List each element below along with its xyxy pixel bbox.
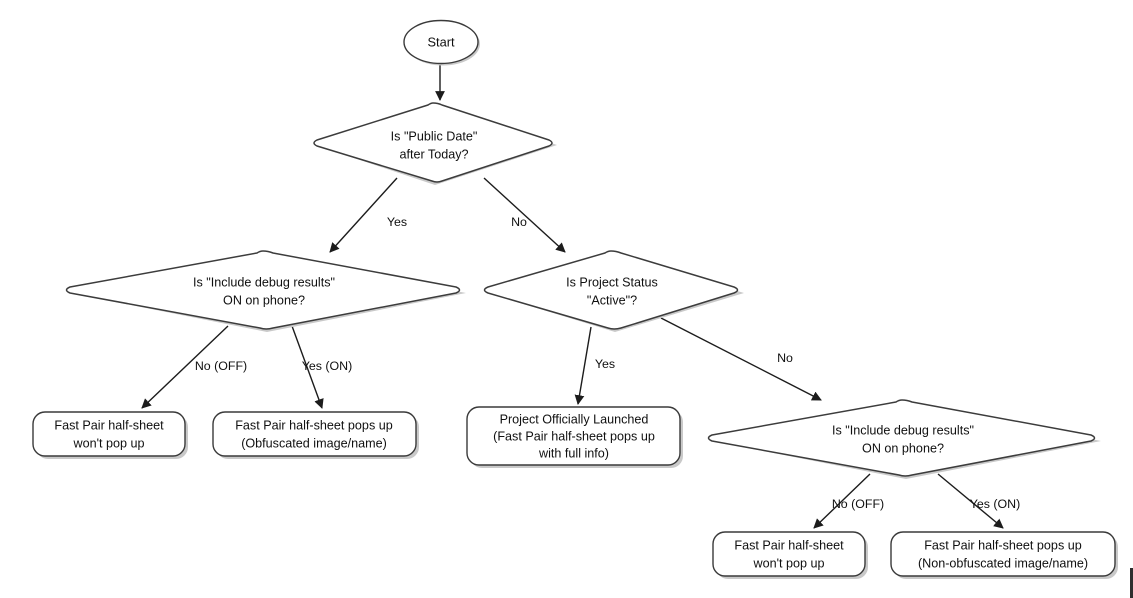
edge-debug-right-yes xyxy=(937,473,1004,529)
outcome-launched-line-2: (Fast Pair half-sheet pops up xyxy=(493,429,655,443)
page-edge-rule xyxy=(1130,568,1133,598)
outcome-right-yes-line-2: (Non-obfuscated image/name) xyxy=(918,556,1088,570)
decision-debug-left-line-2: ON on phone? xyxy=(223,293,305,307)
decision-project-status-line-1: Is Project Status xyxy=(566,275,658,289)
decision-project-status-diamond xyxy=(483,250,739,330)
node-outcome-left-yes[interactable]: Fast Pair half-sheet pops up (Obfuscated… xyxy=(212,411,419,459)
node-start[interactable]: Start xyxy=(403,19,480,66)
decision-debug-right-line-1: Is "Include debug results" xyxy=(832,423,974,437)
node-decision-public-date[interactable]: Is "Public Date" after Today? xyxy=(313,102,557,185)
decision-debug-right-diamond xyxy=(707,399,1096,477)
outcome-left-yes-line-1: Fast Pair half-sheet pops up xyxy=(235,418,393,432)
outcome-right-no-line-2: won't pop up xyxy=(752,556,824,570)
edge-project-status-no xyxy=(660,317,822,401)
decision-project-status-line-2: "Active"? xyxy=(587,293,637,307)
node-outcome-right-no[interactable]: Fast Pair half-sheet won't pop up xyxy=(712,531,868,579)
node-outcome-left-no[interactable]: Fast Pair half-sheet won't pop up xyxy=(32,411,188,459)
decision-public-date-line-1: Is "Public Date" xyxy=(391,129,478,143)
outcome-left-no-line-1: Fast Pair half-sheet xyxy=(54,418,164,432)
start-label: Start xyxy=(427,34,454,49)
edge-label-public-date-no: No xyxy=(511,215,527,229)
node-outcome-right-yes[interactable]: Fast Pair half-sheet pops up (Non-obfusc… xyxy=(890,531,1118,579)
outcome-left-yes-box xyxy=(212,411,417,457)
edge-debug-left-no xyxy=(141,325,229,409)
outcome-left-no-line-2: won't pop up xyxy=(72,436,144,450)
edge-debug-right-no xyxy=(813,473,871,529)
start-ellipse xyxy=(403,19,479,65)
edge-label-debug-left-no: No (OFF) xyxy=(195,359,247,373)
edge-label-debug-left-yes: Yes (ON) xyxy=(302,359,353,373)
node-decision-debug-left[interactable]: Is "Include debug results" ON on phone? xyxy=(65,250,467,332)
edge-label-project-status-no: No xyxy=(777,351,793,365)
outcome-right-no-box xyxy=(712,531,866,577)
outcome-right-no-line-1: Fast Pair half-sheet xyxy=(734,538,844,552)
outcome-launched-box xyxy=(466,406,681,466)
edge-label-debug-right-yes: Yes (ON) xyxy=(970,497,1021,511)
edge-label-public-date-yes: Yes xyxy=(387,215,407,229)
node-decision-project-status[interactable]: Is Project Status "Active"? xyxy=(483,250,745,332)
edge-public-date-yes xyxy=(329,177,398,253)
node-decision-debug-right[interactable]: Is "Include debug results" ON on phone? xyxy=(707,399,1102,479)
edge-label-project-status-yes: Yes xyxy=(595,357,615,371)
edge-label-debug-right-no: No (OFF) xyxy=(832,497,884,511)
decision-debug-left-diamond xyxy=(65,250,461,330)
edge-project-status-yes xyxy=(574,326,592,405)
outcome-left-yes-line-2: (Obfuscated image/name) xyxy=(241,436,387,450)
outcome-launched-line-1: Project Officially Launched xyxy=(500,412,649,426)
edge-public-date-no xyxy=(483,177,566,253)
outcome-left-no-box xyxy=(32,411,186,457)
node-outcome-launched[interactable]: Project Officially Launched (Fast Pair h… xyxy=(466,406,683,468)
outcome-launched-line-3: with full info) xyxy=(538,446,609,460)
decision-debug-right-line-2: ON on phone? xyxy=(862,441,944,455)
edge-layer xyxy=(141,63,1004,529)
decision-public-date-diamond xyxy=(313,102,553,183)
decision-debug-left-line-1: Is "Include debug results" xyxy=(193,275,335,289)
outcome-right-yes-box xyxy=(890,531,1116,577)
edge-debug-left-yes xyxy=(291,325,324,409)
edge-label-layer: Yes No No (OFF) Yes (ON) Yes No No (OFF)… xyxy=(195,215,1020,511)
decision-public-date-line-2: after Today? xyxy=(399,147,468,161)
outcome-right-yes-line-1: Fast Pair half-sheet pops up xyxy=(924,538,1082,552)
